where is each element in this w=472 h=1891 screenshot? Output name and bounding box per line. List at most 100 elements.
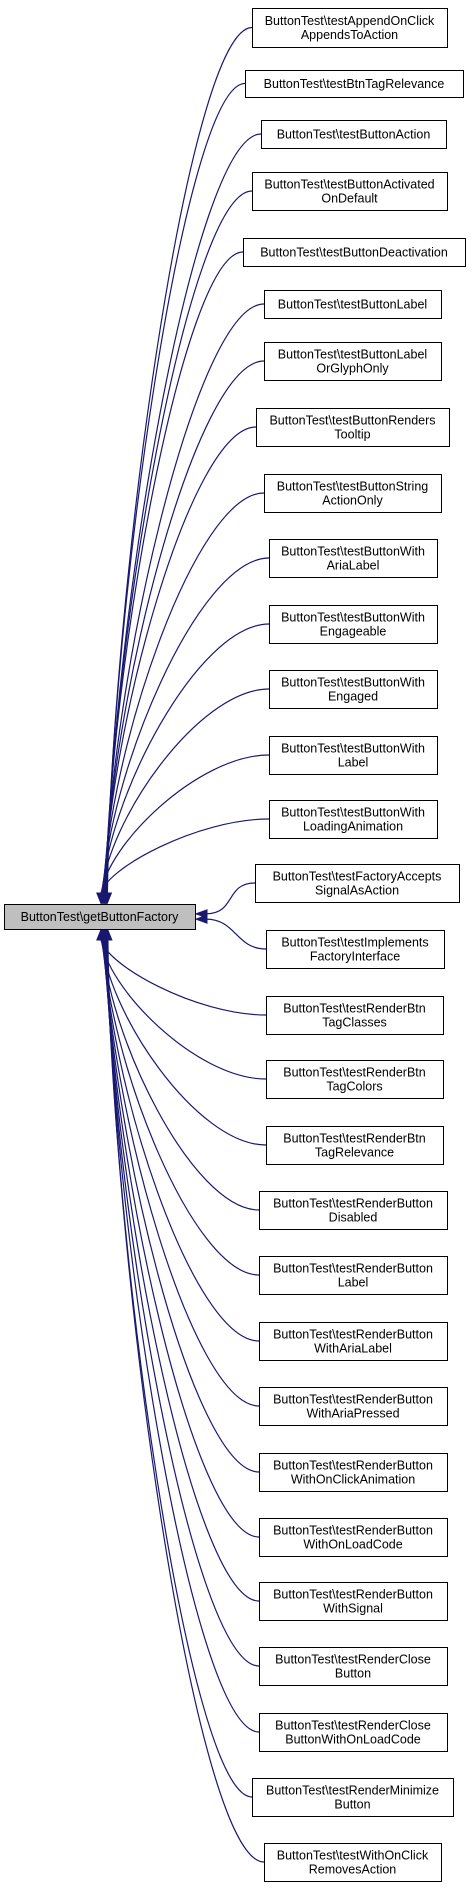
node-label-line: Engaged	[328, 690, 378, 704]
node-label-line: ButtonTest\testRenderButton	[273, 1524, 433, 1538]
caller-node-box	[259, 1582, 448, 1621]
node-label-line: Tooltip	[334, 428, 370, 442]
caller-node-box	[269, 670, 438, 709]
node-label-line: ButtonTest\testAppendOnClick	[265, 14, 435, 28]
call-edge	[106, 938, 253, 1798]
caller-node-label: ButtonTest\testRenderButtonWithOnClickAn…	[273, 1459, 433, 1487]
node-label-line: ButtonTest\testButtonRenders	[269, 414, 435, 428]
node-label-line: WithAriaLabel	[314, 1342, 392, 1356]
node-label-line: ButtonTest\testRenderClose	[275, 1719, 431, 1733]
caller-node[interactable]: ButtonTest\testRenderCloseButtonWithOnLo…	[259, 1713, 448, 1752]
node-label-line: ButtonTest\testButtonLabel	[278, 298, 427, 312]
node-label-line: OnDefault	[321, 192, 378, 206]
node-label-line: ButtonTest\testButtonWith	[281, 742, 425, 756]
call-edge	[104, 938, 260, 1538]
node-label-line: AppendsToAction	[301, 28, 398, 42]
caller-node[interactable]: ButtonTest\testRenderButtonWithAriaPress…	[259, 1387, 448, 1426]
caller-node[interactable]: ButtonTest\testButtonLabel	[264, 290, 442, 319]
caller-node-box	[255, 864, 460, 903]
caller-node-box	[259, 1256, 448, 1295]
caller-node-box	[259, 1387, 448, 1426]
caller-node-box	[264, 474, 442, 513]
caller-node-box	[264, 1843, 442, 1882]
call-edge	[101, 623, 270, 895]
node-label-line: WithOnClickAnimation	[291, 1473, 415, 1487]
caller-node[interactable]: ButtonTest\testImplementsFactoryInterfac…	[266, 930, 445, 969]
caller-node-label: ButtonTest\testButtonDeactivation	[260, 246, 448, 260]
edges	[96, 26, 270, 1863]
caller-node-box	[245, 70, 464, 98]
caller-node-box	[264, 290, 442, 319]
root-node[interactable]: ButtonTest\getButtonFactory	[4, 904, 196, 930]
node-label-line: FactoryInterface	[310, 950, 400, 964]
caller-node[interactable]: ButtonTest\testFactoryAcceptsSignalAsAct…	[255, 864, 460, 903]
caller-node[interactable]: ButtonTest\testButtonWithLoadingAnimatio…	[269, 800, 438, 839]
node-label-line: ButtonTest\testButtonLabel	[278, 348, 427, 362]
call-edge	[101, 688, 270, 895]
node-label-line: ButtonTest\testButtonWith	[281, 611, 425, 625]
caller-node-box	[266, 930, 445, 969]
node-label-line: ButtonTest\testRenderButton	[273, 1588, 433, 1602]
node-label-line: ButtonTest\testRenderClose	[275, 1653, 431, 1667]
node-label-line: Engageable	[320, 625, 387, 639]
node-label-line: ButtonTest\testImplements	[281, 936, 428, 950]
call-edge	[102, 557, 270, 895]
caller-node[interactable]: ButtonTest\testRenderButtonWithOnLoadCod…	[259, 1518, 448, 1557]
node-label-line: ButtonTest\getButtonFactory	[21, 910, 179, 924]
caller-node-box	[266, 1126, 444, 1165]
caller-node[interactable]: ButtonTest\testAppendOnClickAppendsToAct…	[252, 8, 448, 48]
caller-node-label: ButtonTest\testRenderButtonWithAriaPress…	[273, 1393, 433, 1421]
node-label-line: ButtonTest\testRenderButton	[273, 1197, 433, 1211]
caller-node-label: ButtonTest\testAppendOnClickAppendsToAct…	[265, 14, 435, 42]
node-label-line: Label	[338, 1276, 369, 1290]
node-label-line: TagRelevance	[315, 1146, 394, 1160]
caller-node[interactable]: ButtonTest\testBtnTagRelevance	[245, 70, 464, 98]
caller-node[interactable]: ButtonTest\testButtonDeactivation	[243, 238, 466, 267]
node-label-line: ButtonTest\testRenderButton	[273, 1393, 433, 1407]
node-label-line: OrGlyphOnly	[316, 362, 389, 376]
root-node-label: ButtonTest\getButtonFactory	[21, 910, 179, 924]
node-label-line: TagColors	[326, 1080, 382, 1094]
nodes: ButtonTest\getButtonFactoryButtonTest\te…	[4, 8, 466, 1882]
caller-node-box	[261, 120, 447, 149]
caller-node-box	[259, 1647, 448, 1686]
caller-node-box	[269, 736, 438, 775]
caller-node[interactable]: ButtonTest\testRenderButtonWithOnClickAn…	[259, 1453, 448, 1492]
caller-node[interactable]: ButtonTest\testButtonAction	[261, 120, 447, 149]
caller-node-box	[269, 800, 438, 839]
call-edge	[104, 251, 244, 895]
caller-node-box	[259, 1518, 448, 1557]
node-label-line: ButtonTest\testWithOnClick	[277, 1849, 429, 1863]
caller-node-box	[259, 1713, 448, 1752]
caller-node-box	[264, 342, 442, 381]
caller-node-label: ButtonTest\testButtonAction	[277, 128, 431, 142]
node-label-line: RemovesAction	[309, 1863, 397, 1877]
call-edge	[100, 938, 267, 1016]
